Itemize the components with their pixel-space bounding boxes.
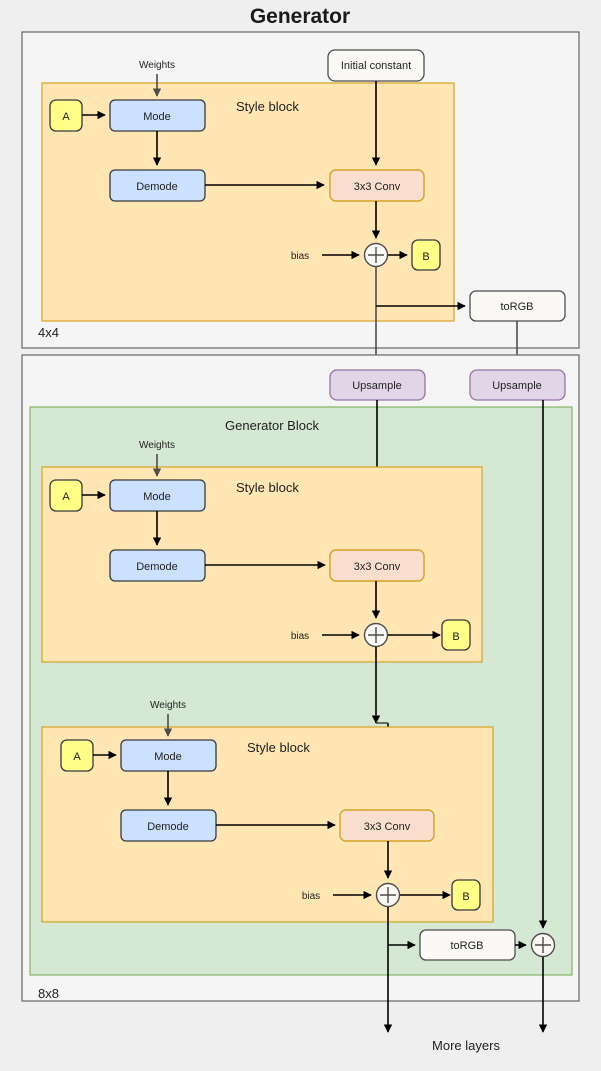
upsample-right-label: Upsample: [492, 380, 542, 392]
style-block-1-conv-box: [329, 169, 425, 202]
style-block-1-b-box: [411, 239, 441, 271]
torgb-top-label: toRGB: [500, 301, 533, 313]
style-block-2-b-box: [441, 619, 471, 651]
skip-connection-add-node: [530, 932, 556, 958]
style-block-2-bias-label: bias: [291, 631, 309, 642]
style-block-1-demod-label: Demode: [136, 181, 178, 193]
style-block-2-b-label: B: [452, 631, 459, 643]
resolution-label-4x4: 4x4: [38, 325, 59, 340]
style-block-2-add-node: [363, 622, 389, 648]
more-layers-label: More layers: [432, 1038, 500, 1053]
style-block-3-conv-box: [339, 809, 435, 842]
style-block-1-add-node: [363, 242, 389, 268]
style-block-3-bias-label: bias: [302, 891, 320, 902]
resolution-label-8x8: 8x8: [38, 986, 59, 1001]
style-block-2-a-label: A: [62, 491, 70, 503]
style-block-1-bias-label: bias: [291, 251, 309, 262]
style-block-3-b-box: [451, 879, 481, 911]
style-block-3-add-node: [375, 882, 401, 908]
style-block-1-conv-label: 3x3 Conv: [354, 181, 401, 193]
torgb-bottom-label: toRGB: [450, 940, 483, 952]
weights-label-2: Weights: [139, 440, 175, 451]
upsample-right-box: [469, 369, 566, 401]
style-block-2-conv-box: [329, 549, 425, 582]
style-block-2-demod-label: Demode: [136, 561, 178, 573]
style-block-2-title: Style block: [236, 480, 299, 495]
style-block-3-mod-label: Mode: [154, 751, 182, 763]
weights-label-3: Weights: [150, 700, 186, 711]
weights-label-1: Weights: [139, 60, 175, 71]
style-block-3-a-label: A: [73, 751, 81, 763]
style-block-1-mod-label: Mode: [143, 111, 171, 123]
initial-constant-label: Initial constant: [341, 60, 411, 72]
page-title: Generator: [250, 5, 350, 28]
style-block-1-a-label: A: [62, 111, 70, 123]
style-block-2-conv-label: 3x3 Conv: [354, 561, 401, 573]
style-block-3-title: Style block: [247, 740, 310, 755]
upsample-left-label: Upsample: [352, 380, 402, 392]
style-block-3-demod-label: Demode: [147, 821, 189, 833]
style-block-1-title: Style block: [236, 99, 299, 114]
style-block-2-mod-label: Mode: [143, 491, 171, 503]
style-block-1-b-label: B: [422, 251, 429, 263]
style-block-3-conv-label: 3x3 Conv: [364, 821, 411, 833]
style-block-3-b-label: B: [462, 891, 469, 903]
style-block-1-container: [41, 82, 455, 322]
generator-block-title: Generator Block: [225, 418, 319, 433]
